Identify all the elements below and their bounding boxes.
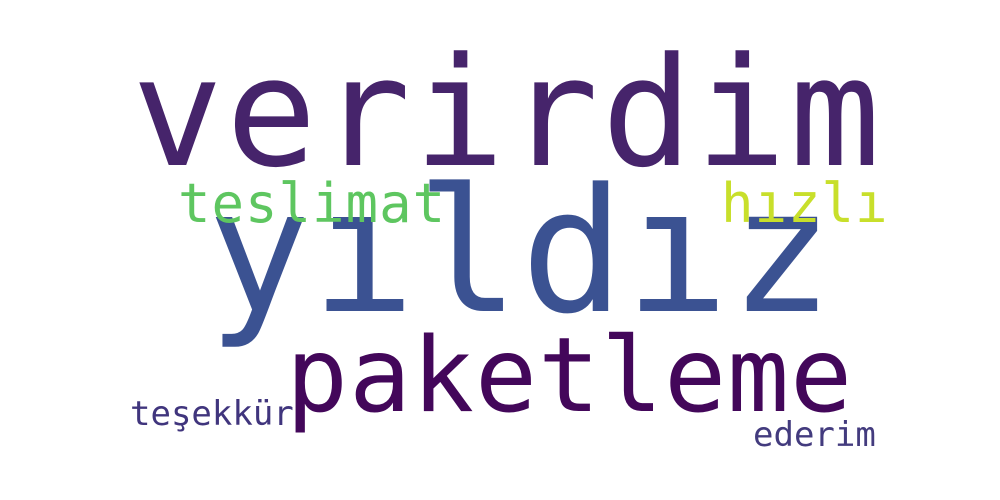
word-yildiz: yıldız (207, 151, 835, 352)
word-verirdim: verirdim (132, 25, 884, 201)
word-teslimat: teslimat (178, 172, 447, 235)
word-hizli: hızlı (721, 172, 889, 235)
word-tesekkur: teşekkür (130, 394, 294, 434)
word-ederim: ederim (753, 415, 876, 455)
word-paketleme: paketleme (286, 316, 854, 436)
